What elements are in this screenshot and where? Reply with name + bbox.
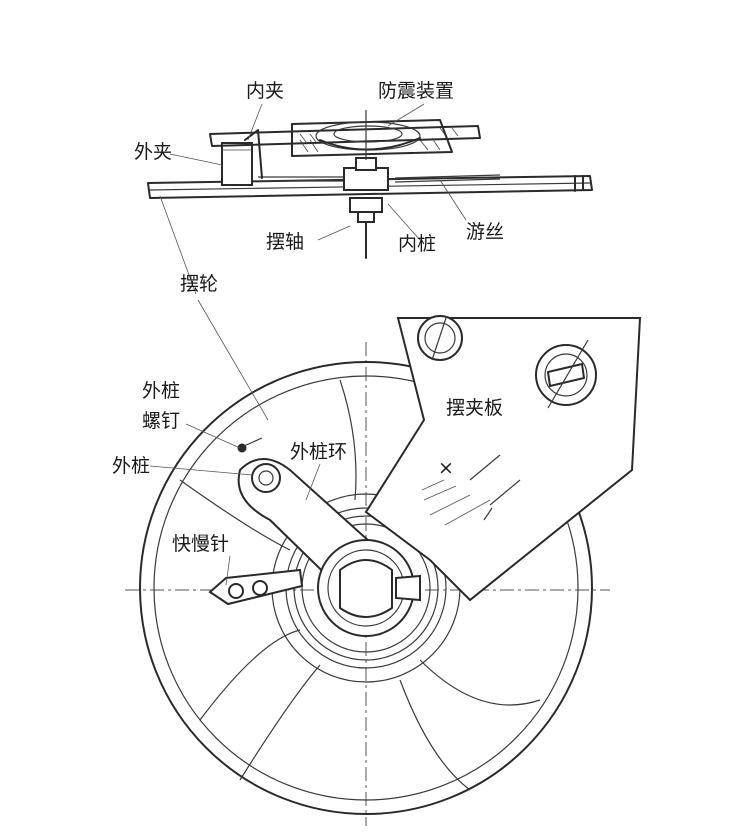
- label-inner-clamp: 内夹: [246, 80, 284, 102]
- cross-mark: ×: [438, 457, 454, 479]
- balance-bridge: [364, 317, 642, 602]
- plan-view: [125, 315, 642, 826]
- outer-clamp-section: [221, 129, 263, 186]
- collet: [317, 539, 421, 637]
- bridge-screw-left: [417, 315, 463, 361]
- label-balance-wheel: 摆轮: [180, 273, 218, 295]
- label-inner-stud: 内桩: [398, 233, 436, 255]
- regulator-pin: [208, 568, 304, 606]
- balance-staff-section: [343, 110, 389, 259]
- label-outer-stud-ring: 外桩环: [290, 441, 347, 463]
- label-hairspring: 游丝: [466, 221, 504, 243]
- label-outer-stud-screw-2: 螺钉: [142, 410, 180, 432]
- label-outer-stud: 外桩: [112, 455, 150, 477]
- labels: 内夹 防震装置 外夹 摆轴 内桩 游丝 摆轮 外桩 螺钉 外桩环 外桩 摆夹板 …: [112, 80, 504, 555]
- label-balance-bridge: 摆夹板: [446, 397, 503, 419]
- shockproof-device-section: [291, 119, 453, 157]
- label-balance-staff: 摆轴: [266, 231, 304, 253]
- label-shockproof-device: 防震装置: [378, 80, 454, 102]
- leader-lines: [149, 103, 467, 586]
- bridge-screw-right: [535, 339, 597, 409]
- balance-wheel: [139, 361, 593, 815]
- label-outer-clamp: 外夹: [134, 141, 172, 163]
- label-outer-stud-screw-1: 外桩: [142, 380, 180, 402]
- hairspring-section: [258, 174, 501, 183]
- cross-section-view: [147, 110, 593, 259]
- label-regulator-pin: 快慢针: [172, 533, 229, 555]
